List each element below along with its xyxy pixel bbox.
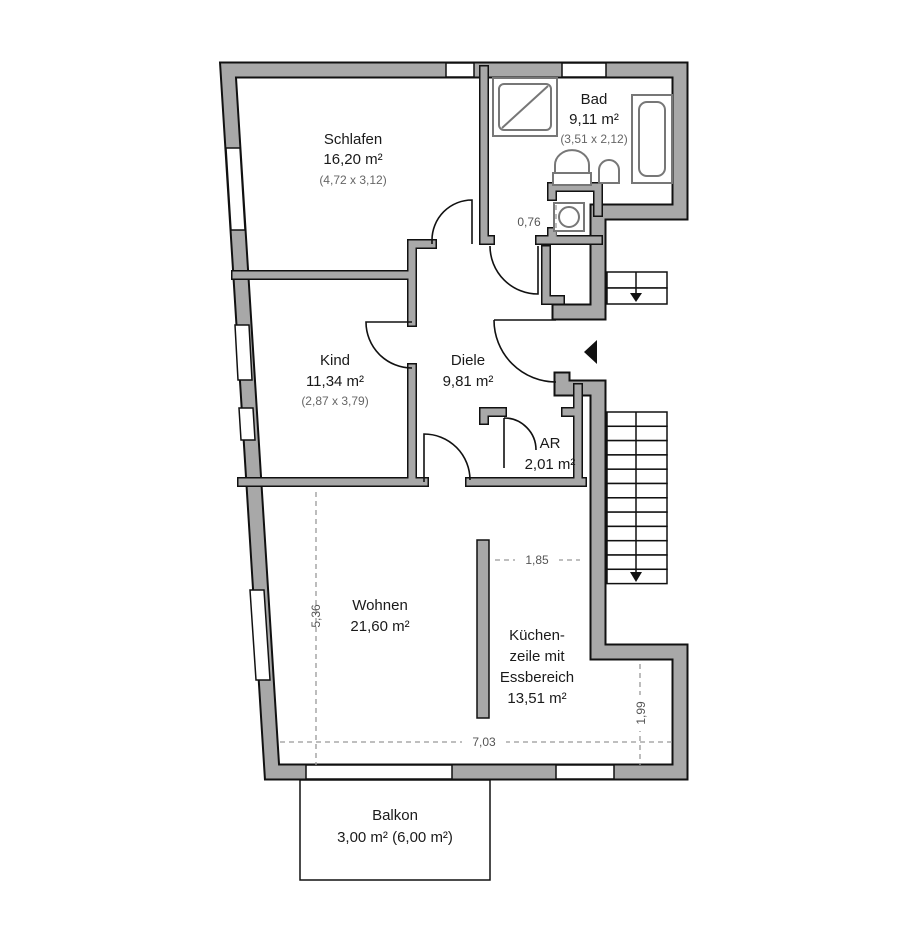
door-entrance[interactable] (493, 319, 557, 383)
wohnen-area: 21,60 m² (350, 618, 409, 635)
window-bottom-2[interactable] (555, 764, 615, 780)
sink-icon (554, 149, 590, 174)
wohnen-name: Wohnen (352, 597, 408, 614)
dim-kueche-width: 1,85 (525, 553, 549, 567)
door-ar[interactable] (503, 417, 537, 468)
stair-step (606, 554, 668, 571)
interior-walls (231, 65, 603, 719)
kueche-line2: zeile mit (509, 648, 565, 665)
stair-step (606, 511, 668, 528)
kueche-area: 13,51 m² (507, 690, 566, 707)
stairs-down-arrow-icon (630, 572, 642, 582)
ar-area: 2,01 m² (525, 456, 576, 473)
kind-dims: (2,87 x 3,79) (301, 394, 368, 408)
stair-step (606, 439, 668, 456)
window-bottom-1[interactable] (305, 764, 453, 780)
window-left-4[interactable] (249, 589, 271, 681)
schlafen-name: Schlafen (324, 131, 382, 148)
balkon-name: Balkon (372, 807, 418, 824)
stair-step (606, 411, 668, 428)
stair-step (606, 468, 668, 485)
window-left-2[interactable] (234, 324, 253, 381)
bad-dims: (3,51 x 2,12) (560, 132, 627, 146)
kitchen-partition (476, 539, 490, 719)
door-bad[interactable] (489, 245, 539, 295)
window-top-2[interactable] (561, 62, 607, 78)
diele-name: Diele (451, 352, 485, 369)
exterior-walls (218, 61, 689, 781)
dim-kueche-depth: 1,99 (634, 701, 648, 725)
kind-area: 11,34 m² (306, 373, 364, 390)
stairs-down-arrow-icon (630, 293, 642, 302)
door-kind[interactable] (365, 321, 413, 369)
bath-fixtures (492, 77, 673, 232)
toilet-icon (598, 159, 620, 184)
balkon-outline (299, 779, 491, 881)
bad-area: 9,11 m² (569, 111, 619, 128)
entrance-arrow-icon (584, 340, 597, 364)
dim-total-width: 7,03 (472, 735, 496, 749)
diele-area: 9,81 m² (443, 373, 494, 390)
stair-step (606, 497, 668, 513)
stair-step (606, 482, 668, 499)
kind-name: Kind (320, 352, 350, 369)
schlafen-dims: (4,72 x 3,12) (319, 173, 386, 187)
labels: Schlafen 16,20 m² (4,72 x 3,12) Bad 9,11… (301, 91, 648, 846)
bad-name: Bad (581, 91, 608, 108)
doors (365, 199, 557, 482)
schlafen-area: 16,20 m² (323, 151, 382, 168)
stair-step (606, 539, 668, 556)
stair-step (606, 454, 668, 470)
dim-wohnen-depth: 5,36 (309, 604, 323, 628)
window-left-1[interactable] (225, 147, 246, 231)
windows (225, 62, 615, 780)
door-wohnen[interactable] (423, 433, 471, 482)
stair-step (606, 425, 668, 442)
stairs-upper (606, 271, 668, 305)
dim-bad-niche: 0,76 (517, 215, 541, 229)
window-top-1[interactable] (445, 62, 475, 78)
kueche-line1: Küchen- (509, 627, 565, 644)
balkon-area: 3,00 m² (6,00 m²) (337, 829, 453, 846)
stair-step (606, 525, 668, 542)
ar-name: AR (540, 435, 561, 452)
window-left-3[interactable] (238, 407, 256, 441)
stairs-lower (606, 411, 668, 585)
door-schlafen[interactable] (431, 199, 473, 244)
dimension-lines (280, 205, 672, 765)
kueche-line3: Essbereich (500, 669, 574, 686)
